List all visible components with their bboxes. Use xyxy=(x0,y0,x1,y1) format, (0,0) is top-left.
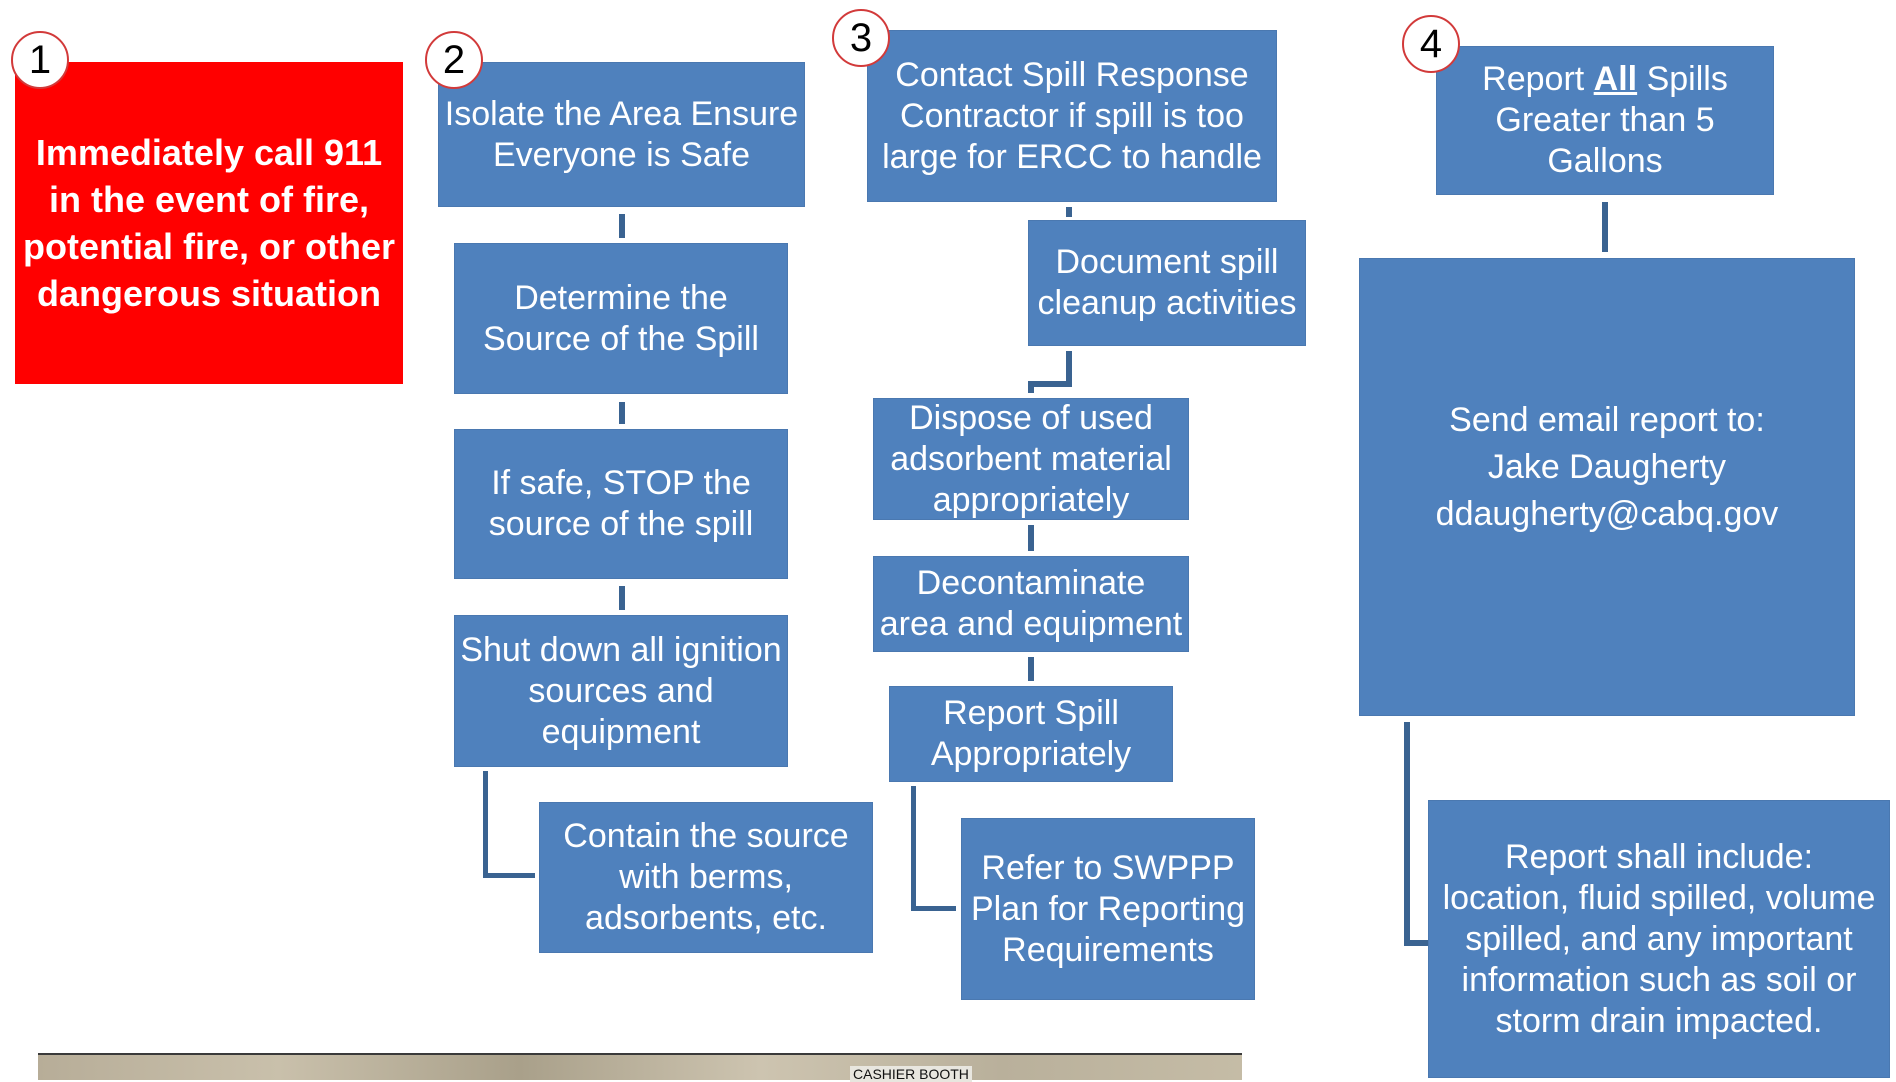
document-cleanup-text: Document spill cleanup activities xyxy=(1037,243,1297,322)
connector-3a xyxy=(1066,207,1072,217)
report-spill-box: Report Spill Appropriately xyxy=(889,686,1173,782)
report-include-text: Report shall include: location, fluid sp… xyxy=(1442,837,1876,1040)
cashier-booth-label: CASHIER BOOTH xyxy=(850,1066,972,1082)
report-post-text: Spills Greater than 5 Gallons xyxy=(1495,60,1728,180)
report-spill-text: Report Spill Appropriately xyxy=(930,694,1132,773)
shutdown-ignition-box: Shut down all ignition sources and equip… xyxy=(454,615,788,767)
determine-source-text: Determine the Source of the Spill xyxy=(483,278,759,358)
step-1-badge: 1 xyxy=(11,31,69,89)
step-3-badge: 3 xyxy=(832,9,890,67)
determine-source-box: Determine the Source of the Spill xyxy=(454,243,788,394)
connector-3b-drop xyxy=(1028,381,1034,393)
send-email-label: Send email report to: xyxy=(1449,400,1765,439)
contact-name: Jake Daugherty xyxy=(1487,447,1727,486)
connector-2c xyxy=(619,586,625,610)
step-2-badge: 2 xyxy=(425,31,483,89)
isolate-area-box: Isolate the Area Ensure Everyone is Safe xyxy=(438,62,805,207)
connector-2d-vertical xyxy=(483,771,488,878)
connector-3e-horizontal xyxy=(911,906,956,911)
report-all-emphasis: All xyxy=(1593,60,1638,98)
connector-4a xyxy=(1602,202,1608,252)
contact-email: ddaugherty@cabq.gov xyxy=(1435,494,1779,533)
contain-source-text: Contain the source with berms, adsorbent… xyxy=(563,817,849,937)
send-email-box: Send email report to: Jake Daugherty dda… xyxy=(1359,258,1855,716)
report-pre-text: Report xyxy=(1482,60,1594,98)
step-4-badge: 4 xyxy=(1402,15,1460,73)
report-include-box: Report shall include: location, fluid sp… xyxy=(1428,800,1890,1078)
report-all-spills-text: Report All Spills Greater than 5 Gallons xyxy=(1441,59,1769,182)
connector-3d xyxy=(1028,657,1034,681)
decontaminate-box: Decontaminate area and equipment xyxy=(873,556,1189,652)
dispose-material-box: Dispose of used adsorbent material appro… xyxy=(873,398,1189,520)
contain-source-box: Contain the source with berms, adsorbent… xyxy=(539,802,873,953)
stop-source-box: If safe, STOP the source of the spill xyxy=(454,429,788,579)
connector-3b-vertical xyxy=(1066,351,1072,386)
connector-4b-vertical xyxy=(1404,722,1410,945)
swppp-text: Refer to SWPPP Plan for Reporting Requir… xyxy=(970,848,1246,969)
document-cleanup-box: Document spill cleanup activities xyxy=(1028,220,1306,346)
dispose-material-text: Dispose of used adsorbent material appro… xyxy=(890,398,1172,519)
emergency-911-text: Immediately call 911 in the event of fir… xyxy=(22,132,396,314)
swppp-box: Refer to SWPPP Plan for Reporting Requir… xyxy=(961,818,1255,1000)
connector-3c xyxy=(1028,525,1034,551)
connector-2d-horizontal xyxy=(483,873,535,878)
send-email-content: Send email report to: Jake Daugherty dda… xyxy=(1436,397,1779,538)
connector-4b-horizontal xyxy=(1404,940,1428,946)
connector-3b-horizontal xyxy=(1028,381,1072,387)
report-all-spills-box: Report All Spills Greater than 5 Gallons xyxy=(1436,46,1774,195)
connector-2a xyxy=(619,214,625,238)
contact-contractor-text: Contact Spill Response Contractor if spi… xyxy=(882,55,1262,176)
connector-2b xyxy=(619,402,625,424)
contact-contractor-box: Contact Spill Response Contractor if spi… xyxy=(867,30,1277,202)
emergency-911-box: Immediately call 911 in the event of fir… xyxy=(15,62,403,384)
decontaminate-text: Decontaminate area and equipment xyxy=(879,564,1183,643)
stop-source-text: If safe, STOP the source of the spill xyxy=(488,464,754,543)
connector-3e-vertical xyxy=(911,786,916,911)
isolate-area-text: Isolate the Area Ensure Everyone is Safe xyxy=(444,94,799,174)
site-map-image xyxy=(38,1053,1242,1080)
shutdown-ignition-text: Shut down all ignition sources and equip… xyxy=(460,630,782,751)
